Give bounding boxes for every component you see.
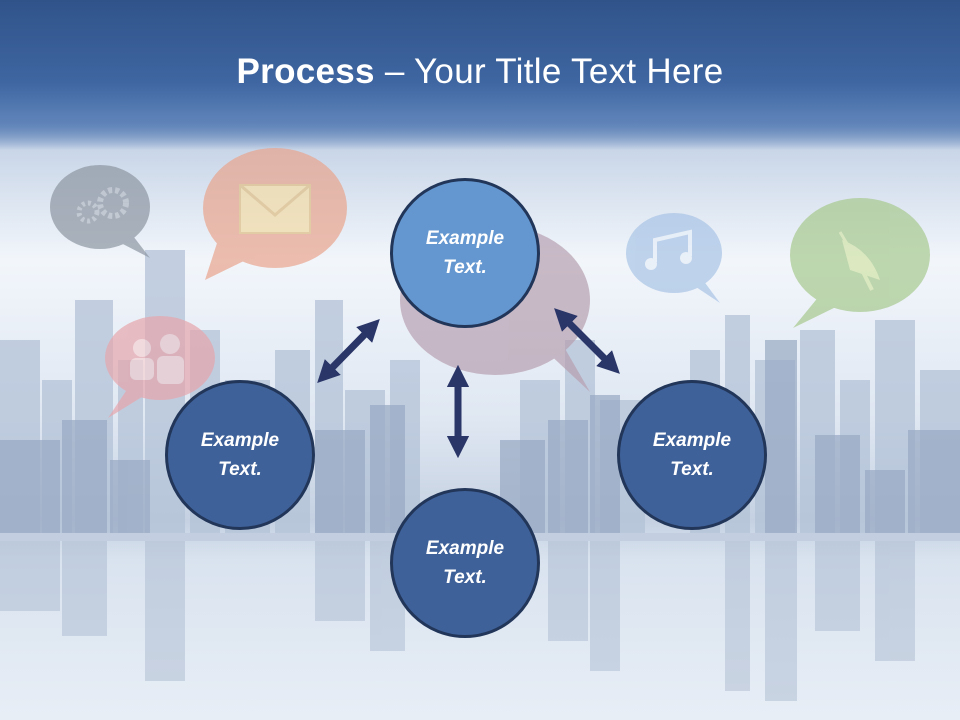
music-notes-icon: [626, 213, 722, 303]
title-bold-part: Process: [236, 52, 375, 91]
node-right-line2: Text.: [670, 459, 714, 480]
node-left-line1: Example: [200, 430, 280, 451]
node-bottom-line2: Text.: [443, 567, 487, 588]
node-top-line1: Example: [425, 228, 505, 249]
title-band: [0, 0, 960, 150]
users-icon: [105, 316, 215, 418]
node-left-line2: Text.: [218, 459, 262, 480]
gears-icon: [50, 165, 150, 258]
satellite-dish-icon: [790, 198, 930, 328]
arrow-top-right: [554, 308, 620, 374]
slide-title: Process – Your Title Text Here: [0, 52, 960, 92]
node-bottom-line1: Example: [425, 538, 505, 559]
node-right-line1: Example: [652, 430, 732, 451]
envelope-icon: [203, 148, 347, 280]
arrow-top-left: [317, 318, 380, 384]
node-top-line2: Text.: [443, 257, 487, 278]
title-rest-part: – Your Title Text Here: [374, 52, 724, 91]
